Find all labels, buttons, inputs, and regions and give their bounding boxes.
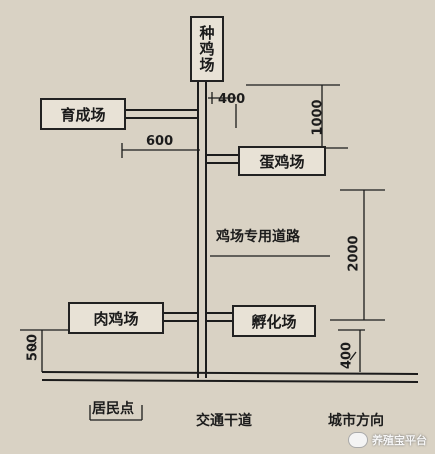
- node-egg-farm-label: 蛋鸡场: [259, 152, 305, 171]
- watermark-text: 养殖宝平台: [372, 434, 427, 447]
- node-chick-farm-label: 种鸡场: [197, 25, 216, 73]
- road-label: 鸡场专用道路: [216, 229, 300, 245]
- watermark-logo-icon: [348, 432, 368, 448]
- residential-label: 居民点: [92, 401, 134, 417]
- node-hatchery: 孵化场: [232, 305, 316, 337]
- node-hatchery-label: 孵化场: [251, 312, 297, 331]
- dim-400-top: 400: [218, 92, 246, 107]
- city-direction-label: 城市方向: [328, 413, 384, 429]
- dim-600: 600: [146, 134, 174, 149]
- watermark: 养殖宝平台: [348, 432, 427, 448]
- node-egg-farm: 蛋鸡场: [238, 146, 326, 176]
- main-road-label: 交通干道: [196, 413, 252, 429]
- dim-500: 500: [25, 333, 41, 362]
- node-chick-farm: 种鸡场: [190, 16, 224, 82]
- node-broiler-farm: 肉鸡场: [68, 302, 164, 334]
- dim-400-bottom: 400: [339, 341, 355, 370]
- node-brooding-farm: 育成场: [40, 98, 126, 130]
- dim-1000: 1000: [310, 99, 326, 136]
- node-brooding-farm-label: 育成场: [60, 105, 106, 124]
- node-broiler-farm-label: 肉鸡场: [93, 309, 139, 328]
- dim-2000: 2000: [346, 235, 362, 272]
